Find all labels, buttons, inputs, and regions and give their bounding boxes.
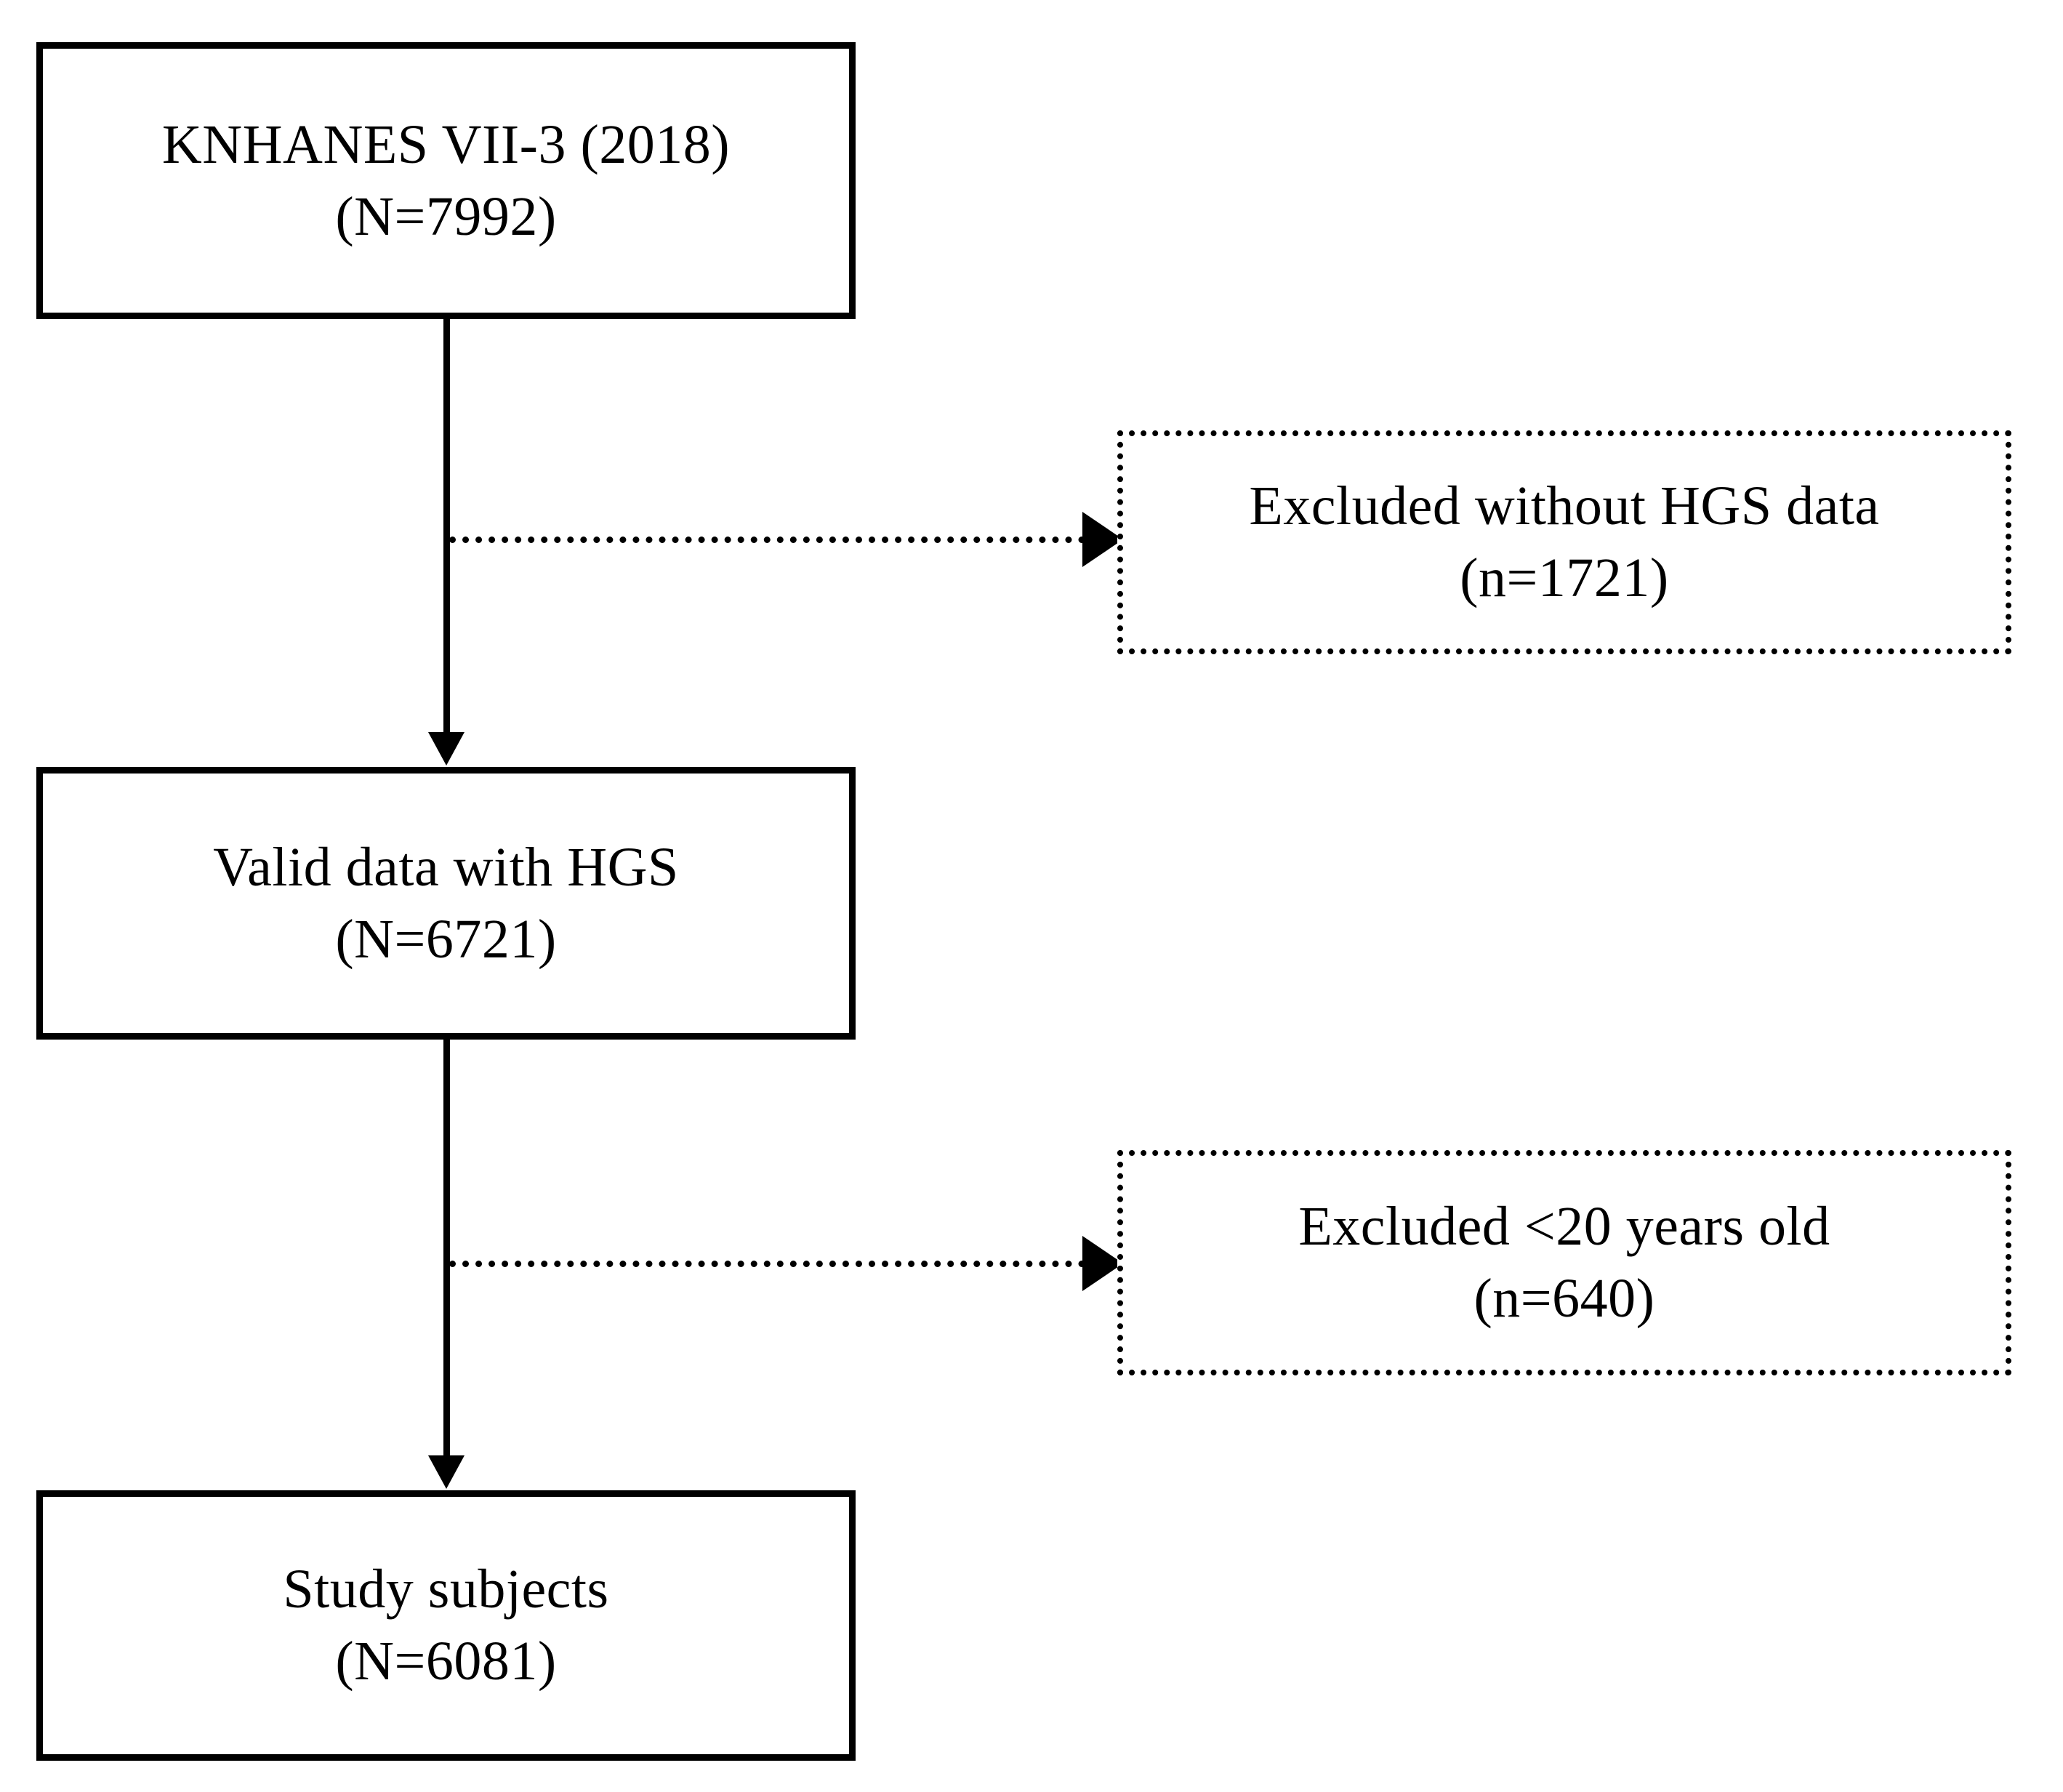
connector-exclusion-hgs-line [449,537,1085,543]
exclusion-box-without-hgs-data: Excluded without HGS data (n=1721) [1117,430,2011,654]
connector-valid-to-study-arrowhead-icon [428,1455,465,1489]
exclusion-hgs-reason: Excluded without HGS data [1249,475,1880,537]
connector-source-to-valid-arrowhead-icon [428,732,465,766]
exclusion-box-under-20-years-old: Excluded <20 years old (n=640) [1117,1150,2011,1375]
node-source-title: KNHANES VII-3 (2018) [161,113,731,175]
connector-exclusion-hgs-arrowhead-icon [1082,512,1123,567]
connector-exclusion-age-line [449,1261,1085,1267]
node-box-valid-data: Valid data with HGS (N=6721) [36,767,856,1040]
node-valid-count: (N=6721) [335,908,557,970]
connector-source-to-valid-line [443,319,450,734]
node-box-source-population: KNHANES VII-3 (2018) (N=7992) [36,42,856,319]
node-box-study-subjects: Study subjects (N=6081) [36,1490,856,1761]
exclusion-hgs-count: (n=1721) [1460,547,1669,608]
connector-valid-to-study-line [443,1040,450,1457]
node-source-count: (N=7992) [335,185,557,247]
exclusion-age-count: (n=640) [1473,1268,1655,1329]
node-study-count: (N=6081) [335,1631,557,1692]
connector-exclusion-age-arrowhead-icon [1082,1236,1123,1291]
exclusion-age-reason: Excluded <20 years old [1298,1196,1830,1258]
node-study-title: Study subjects [283,1559,609,1620]
node-valid-title: Valid data with HGS [213,836,679,898]
